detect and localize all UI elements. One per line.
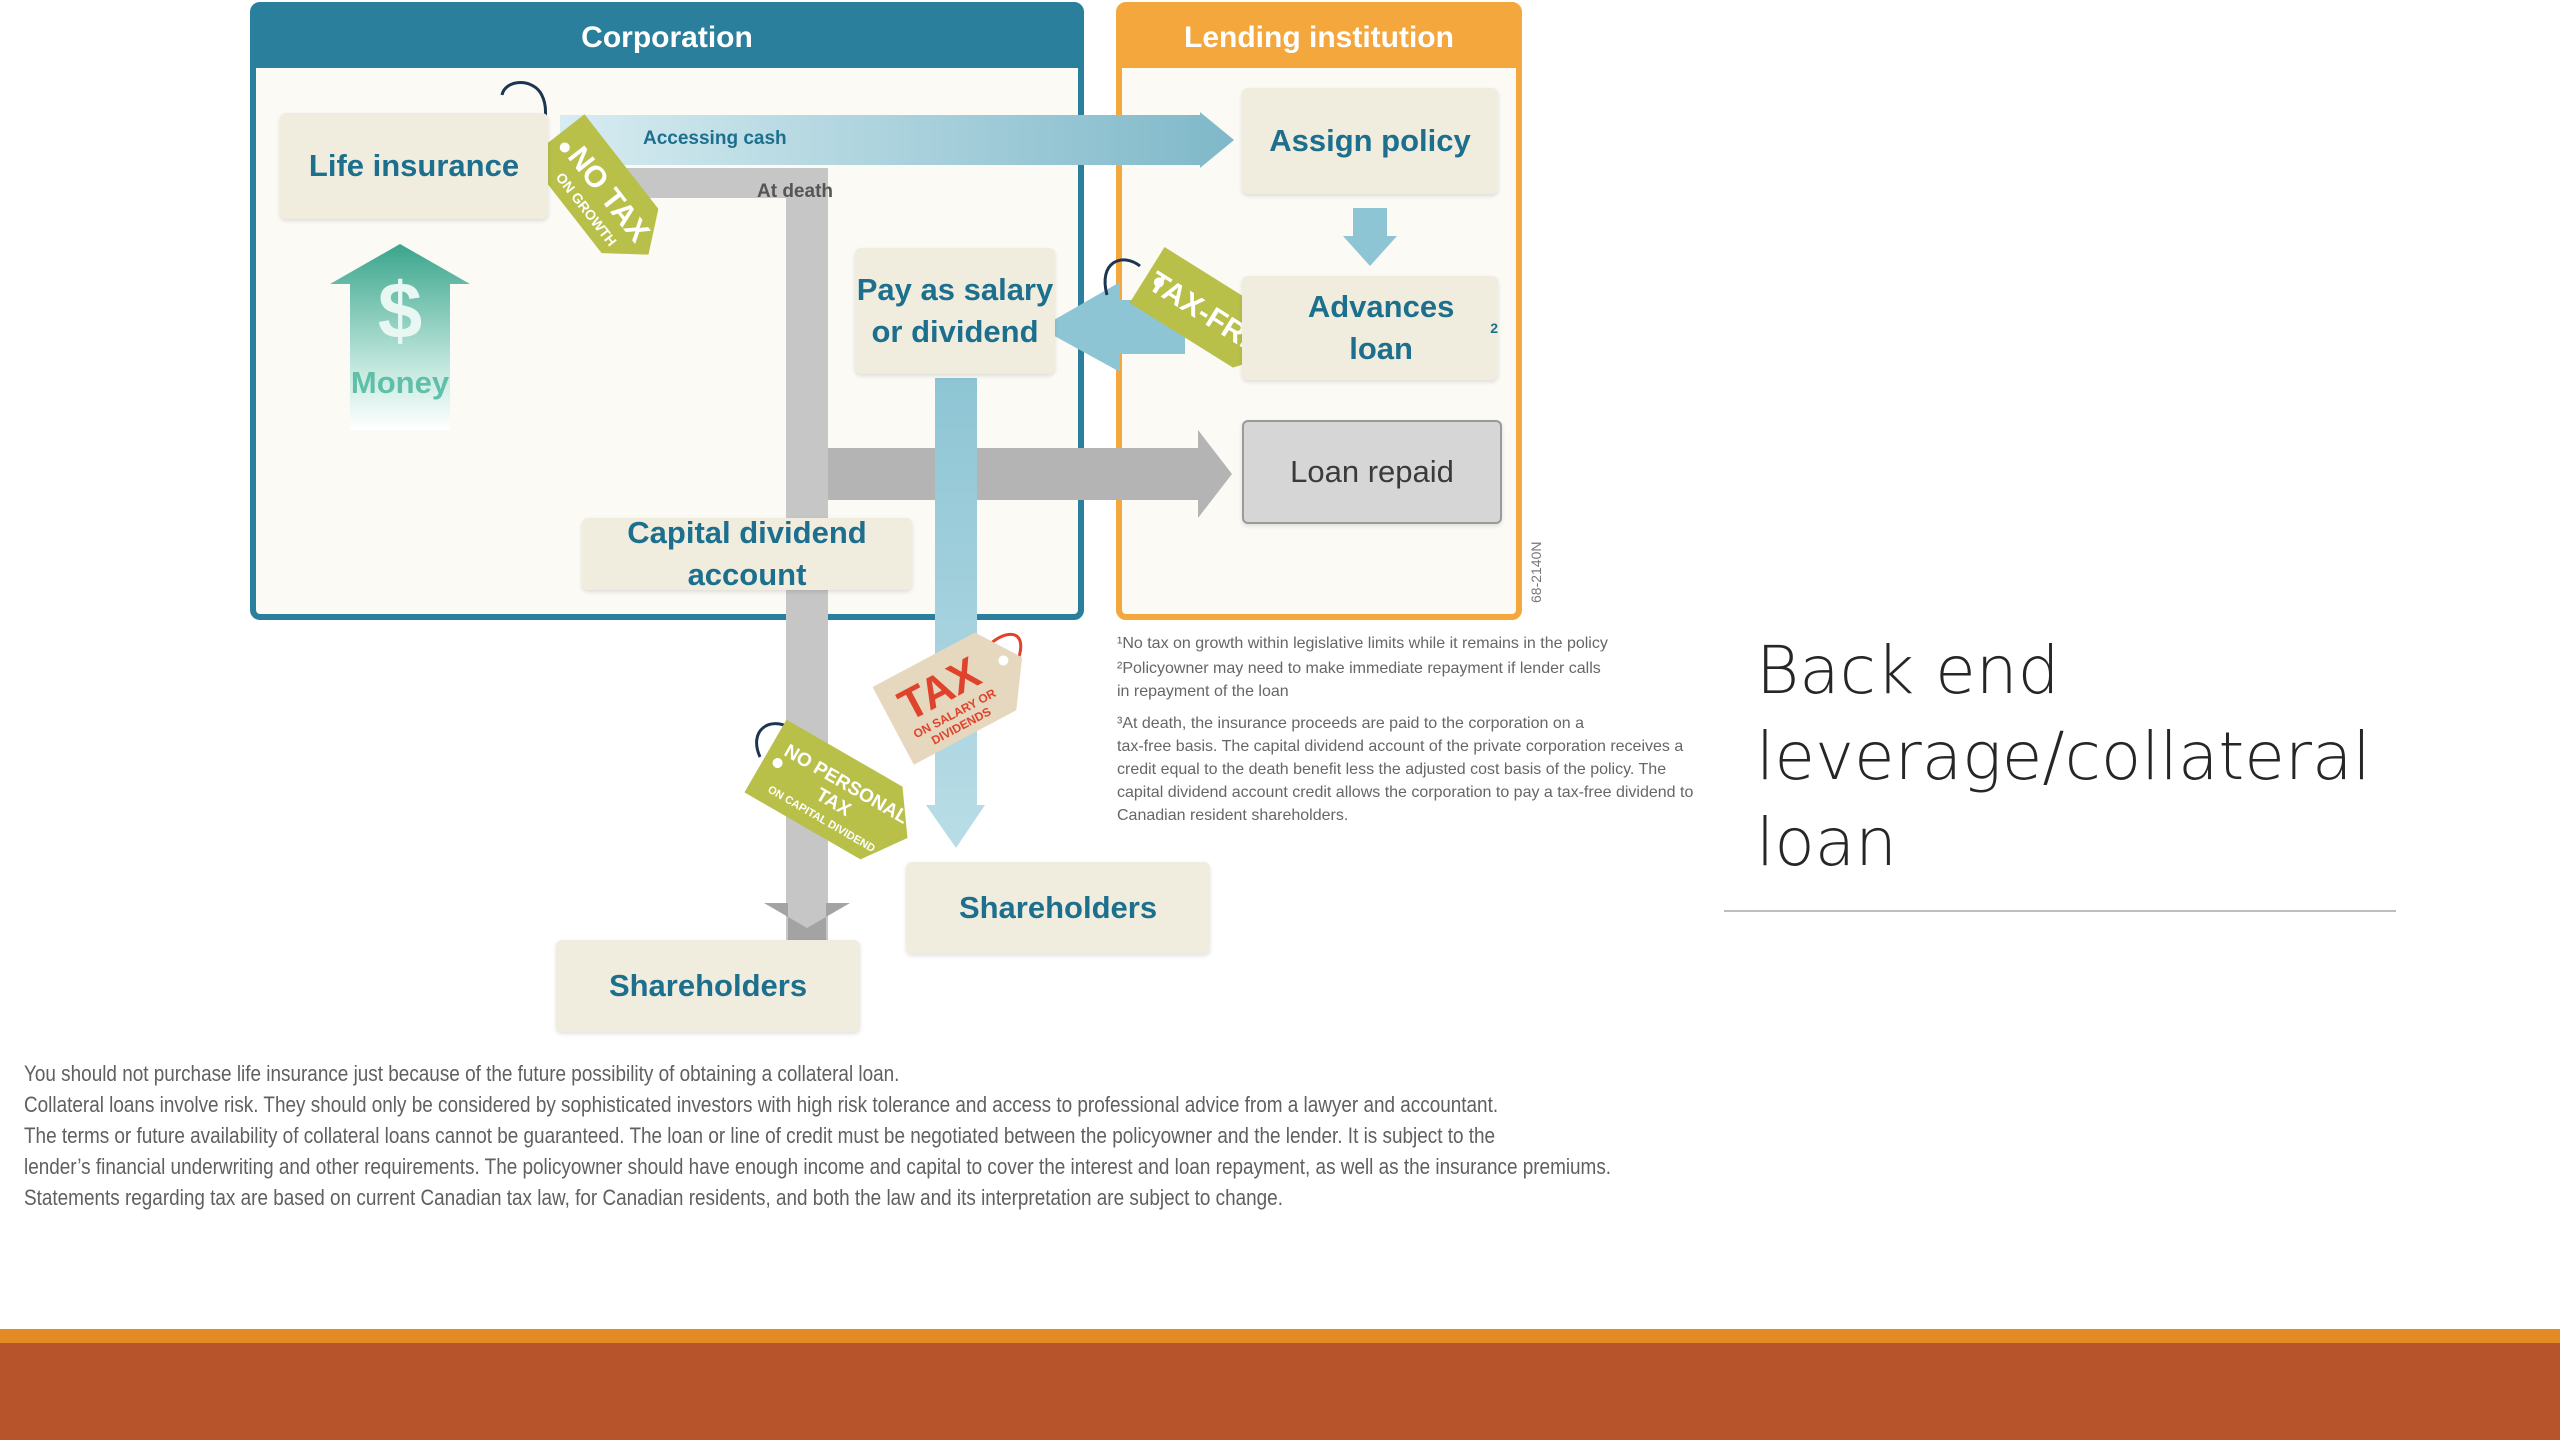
capital-dividend-account-label: Capital dividend account xyxy=(627,515,867,592)
accessing-cash-arrow xyxy=(560,112,1234,168)
shareholders-right-label: Shareholders xyxy=(958,890,1158,926)
shareholders-box-right: Shareholders xyxy=(906,862,1210,954)
at-death-label: At death xyxy=(757,181,833,202)
svg-text:$: $ xyxy=(378,266,423,355)
footnote-line: ²Policyowner may need to make immediate … xyxy=(1117,660,1601,677)
footer-bar xyxy=(0,1343,2560,1440)
accessing-cash-label: Accessing cash xyxy=(643,128,787,149)
tax-tag: TAX ON SALARY OR DIVIDENDS xyxy=(872,632,1023,765)
corporation-header: Corporation xyxy=(256,8,1078,68)
shareholders-left-label: Shareholders xyxy=(608,968,808,1004)
title-divider xyxy=(1724,910,2396,912)
diagram-code: 68-2140N xyxy=(1528,542,1544,604)
slide-title: Back end leverage/collateral loan xyxy=(1756,628,2456,886)
no-personal-tax-tag: NO PERSONAL TAX ON CAPITAL DIVIDEND xyxy=(744,719,912,860)
life-insurance-label: Life insurance xyxy=(308,148,520,184)
slide-title-line3: loan xyxy=(1756,804,1897,881)
disclaimer-line: Collateral loans involve risk. They shou… xyxy=(24,1092,1499,1117)
capital-dividend-account-box: Capital dividend account xyxy=(582,515,912,592)
pay-as-salary-box: Pay as salary or dividend xyxy=(855,248,1055,374)
footnote-line: ¹No tax on growth within legislative lim… xyxy=(1117,635,1608,652)
footnote-line: credit equal to the death benefit less t… xyxy=(1117,761,1667,778)
footnote-line: tax-free basis. The capital dividend acc… xyxy=(1117,738,1684,755)
loan-repaid-box: Loan repaid xyxy=(1242,420,1502,524)
footer-accent-stripe xyxy=(0,1329,2560,1343)
footnote-line: capital dividend account credit allows t… xyxy=(1117,784,1694,801)
slide-title-line1: Back end xyxy=(1756,632,2060,709)
lending-institution-header: Lending institution xyxy=(1122,8,1516,68)
disclaimer-line: lender’s financial underwriting and othe… xyxy=(24,1154,1612,1179)
assign-to-advances-arrow xyxy=(1343,208,1397,266)
assign-policy-label: Assign policy xyxy=(1269,123,1471,159)
footnote-line: Canadian resident shareholders. xyxy=(1117,807,1349,824)
advances-loan-label: Advances loan xyxy=(1307,289,1455,366)
footnote-line: in repayment of the loan xyxy=(1117,683,1289,700)
disclaimer-line: The terms or future availability of coll… xyxy=(24,1123,1496,1148)
money-house-icon: $ Money xyxy=(330,244,470,430)
advances-loan-footnote-mark: 2 xyxy=(1490,319,1498,336)
footnote-line: ³At death, the insurance proceeds are pa… xyxy=(1117,715,1584,732)
shareholders-box-left: Shareholders xyxy=(556,940,860,1032)
slide-title-line2: leverage/collateral xyxy=(1756,718,2371,795)
life-insurance-box: Life insurance xyxy=(280,113,548,219)
loan-repaid-label: Loan repaid xyxy=(1290,454,1454,490)
pay-as-salary-line1: Pay as salary xyxy=(856,272,1054,308)
money-label: Money xyxy=(351,365,450,400)
pay-as-salary-line2: or dividend xyxy=(871,314,1039,349)
disclaimer-line: Statements regarding tax are based on cu… xyxy=(24,1185,1283,1210)
disclaimer-line: You should not purchase life insurance j… xyxy=(24,1061,900,1086)
advances-loan-box: Advances loan 2 xyxy=(1242,276,1498,380)
assign-policy-box: Assign policy xyxy=(1242,88,1498,194)
